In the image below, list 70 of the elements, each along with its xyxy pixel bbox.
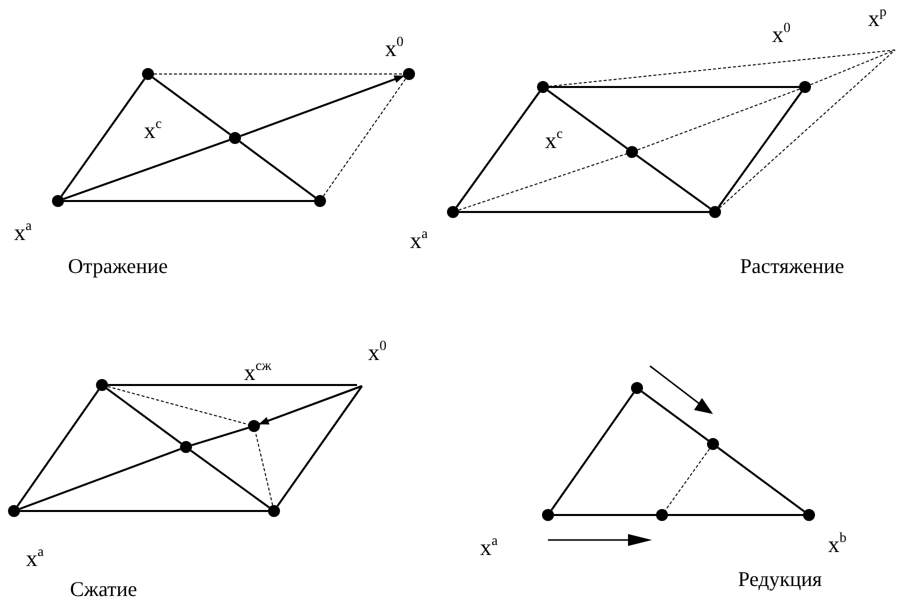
point-marker: [799, 81, 811, 93]
line: [459, 211, 709, 213]
point-marker: [96, 379, 108, 391]
line: [668, 514, 803, 516]
dashed-line: [458, 153, 627, 211]
panel-caption: Сжатие: [70, 578, 138, 601]
panel-caption: Редукция: [738, 568, 822, 592]
line: [60, 78, 146, 197]
point-marker: [537, 81, 549, 93]
line: [152, 76, 231, 136]
point-label: x$^{0}$: [772, 22, 790, 48]
point-label: x$^{a}$: [480, 535, 498, 560]
point-label: x$^{0}$: [385, 36, 404, 62]
arrow: [258, 385, 362, 425]
arrow: [240, 75, 404, 137]
point-marker: [803, 509, 815, 521]
point-marker: [656, 509, 668, 521]
line: [19, 448, 181, 510]
point-label: x$^{a}$: [26, 546, 44, 572]
line: [636, 154, 711, 210]
point-label: x$^{0}$: [368, 340, 386, 366]
point-marker: [403, 68, 415, 80]
point-marker: [180, 441, 192, 453]
point-marker: [142, 68, 154, 80]
line: [16, 389, 100, 507]
point-marker: [8, 505, 20, 517]
line: [106, 388, 182, 444]
point-marker: [314, 195, 326, 207]
line: [641, 390, 709, 442]
point-marker: [709, 206, 721, 218]
line: [20, 510, 268, 512]
point-marker: [707, 438, 719, 450]
line: [63, 139, 230, 200]
line: [239, 140, 316, 198]
point-label: x$^{a}$: [410, 228, 428, 254]
dashed-line: [107, 386, 249, 425]
dashed-line: [548, 50, 896, 87]
point-marker: [229, 132, 241, 144]
line: [190, 450, 270, 508]
panel-caption: Растяжение: [740, 255, 844, 278]
point-marker: [542, 509, 554, 521]
line: [717, 446, 805, 512]
line: [108, 384, 357, 386]
point-label: x$^{c}$: [545, 128, 563, 154]
point-label: x$^{b}$: [828, 532, 846, 558]
line: [550, 392, 634, 511]
point-label: x$^{p}$: [868, 6, 886, 32]
point-marker: [631, 382, 643, 394]
point-marker: [447, 206, 459, 218]
line: [554, 514, 656, 516]
point-marker: [52, 195, 64, 207]
line: [456, 91, 540, 208]
point-marker: [626, 146, 638, 158]
point-marker: [248, 420, 260, 432]
point-marker: [268, 505, 280, 517]
line: [549, 86, 799, 88]
point-label: x$^{c}$: [144, 118, 162, 144]
line: [276, 385, 363, 507]
dashed-line: [665, 448, 710, 511]
line: [547, 90, 628, 150]
point-label: x$^{сж}$: [244, 360, 272, 386]
dashed-line: [718, 50, 896, 208]
line: [191, 426, 249, 446]
point-label: x$^{a}$: [14, 220, 32, 246]
line: [718, 91, 802, 208]
dashed-line: [637, 88, 800, 150]
panel-caption: Отражение: [68, 255, 168, 278]
dashed-line: [254, 431, 274, 506]
dashed-line: [322, 78, 406, 197]
line: [64, 200, 314, 202]
